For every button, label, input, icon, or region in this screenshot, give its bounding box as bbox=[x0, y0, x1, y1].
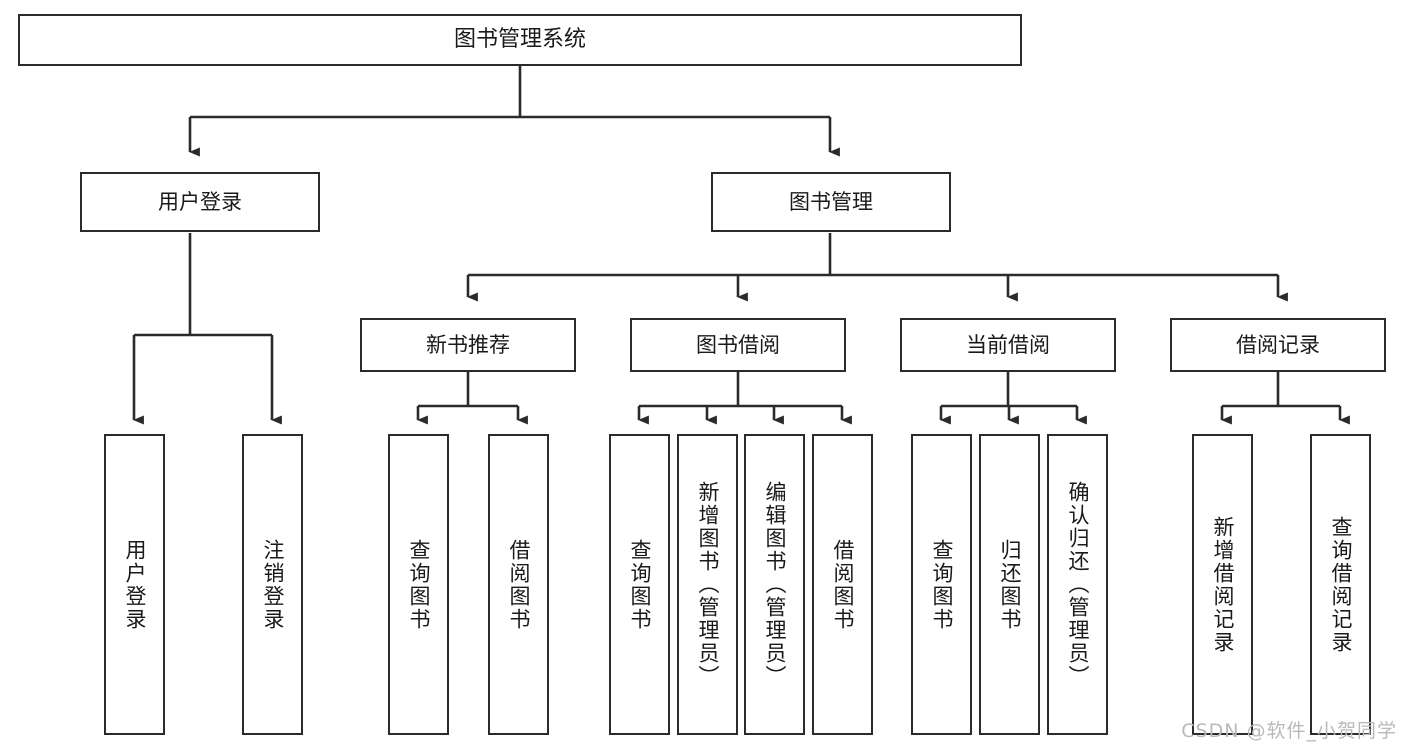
node-new-book-recommend-label: 新书推荐 bbox=[426, 332, 510, 357]
node-root[interactable]: 图书管理系统 bbox=[18, 14, 1022, 66]
leaf-label: 归还图书 bbox=[997, 538, 1022, 631]
leaf-label: 确认归还（管理员） bbox=[1065, 481, 1090, 688]
node-book-borrow[interactable]: 图书借阅 bbox=[630, 318, 846, 372]
leaf-borrow-record-add[interactable]: 新增借阅记录 bbox=[1192, 434, 1253, 735]
leaf-new-book-query[interactable]: 查询图书 bbox=[388, 434, 449, 735]
leaf-user-login-logout[interactable]: 注销登录 bbox=[242, 434, 303, 735]
leaf-label: 用户登录 bbox=[122, 538, 147, 631]
leaf-label: 新增图书（管理员） bbox=[695, 481, 720, 688]
leaf-label: 编辑图书（管理员） bbox=[762, 481, 787, 688]
watermark: CSDN @软件_小贺同学 bbox=[1181, 720, 1397, 742]
leaf-new-book-borrow[interactable]: 借阅图书 bbox=[488, 434, 549, 735]
node-book-manage-label: 图书管理 bbox=[789, 189, 873, 214]
node-user-login-label: 用户登录 bbox=[158, 189, 242, 214]
leaf-label: 查询图书 bbox=[406, 538, 431, 631]
leaf-label: 借阅图书 bbox=[830, 538, 855, 631]
leaf-current-borrow-query[interactable]: 查询图书 bbox=[911, 434, 972, 735]
node-borrow-record[interactable]: 借阅记录 bbox=[1170, 318, 1386, 372]
leaf-label: 查询图书 bbox=[929, 538, 954, 631]
leaf-label: 新增借阅记录 bbox=[1210, 515, 1235, 654]
leaf-book-borrow-add[interactable]: 新增图书（管理员） bbox=[677, 434, 738, 735]
leaf-current-borrow-return[interactable]: 归还图书 bbox=[979, 434, 1040, 735]
leaf-label: 查询借阅记录 bbox=[1328, 515, 1353, 654]
node-borrow-record-label: 借阅记录 bbox=[1236, 332, 1320, 357]
node-current-borrow[interactable]: 当前借阅 bbox=[900, 318, 1116, 372]
node-book-borrow-label: 图书借阅 bbox=[696, 332, 780, 357]
node-user-login[interactable]: 用户登录 bbox=[80, 172, 320, 232]
node-current-borrow-label: 当前借阅 bbox=[966, 332, 1050, 357]
node-new-book-recommend[interactable]: 新书推荐 bbox=[360, 318, 576, 372]
leaf-borrow-record-query[interactable]: 查询借阅记录 bbox=[1310, 434, 1371, 735]
node-book-manage[interactable]: 图书管理 bbox=[711, 172, 951, 232]
leaf-label: 查询图书 bbox=[627, 538, 652, 631]
leaf-current-borrow-confirm-return[interactable]: 确认归还（管理员） bbox=[1047, 434, 1108, 735]
leaf-label: 注销登录 bbox=[260, 538, 285, 631]
leaf-book-borrow-edit[interactable]: 编辑图书（管理员） bbox=[744, 434, 805, 735]
leaf-user-login-login[interactable]: 用户登录 bbox=[104, 434, 165, 735]
leaf-book-borrow-borrow[interactable]: 借阅图书 bbox=[812, 434, 873, 735]
node-root-label: 图书管理系统 bbox=[453, 26, 586, 52]
leaf-label: 借阅图书 bbox=[506, 538, 531, 631]
leaf-book-borrow-query[interactable]: 查询图书 bbox=[609, 434, 670, 735]
